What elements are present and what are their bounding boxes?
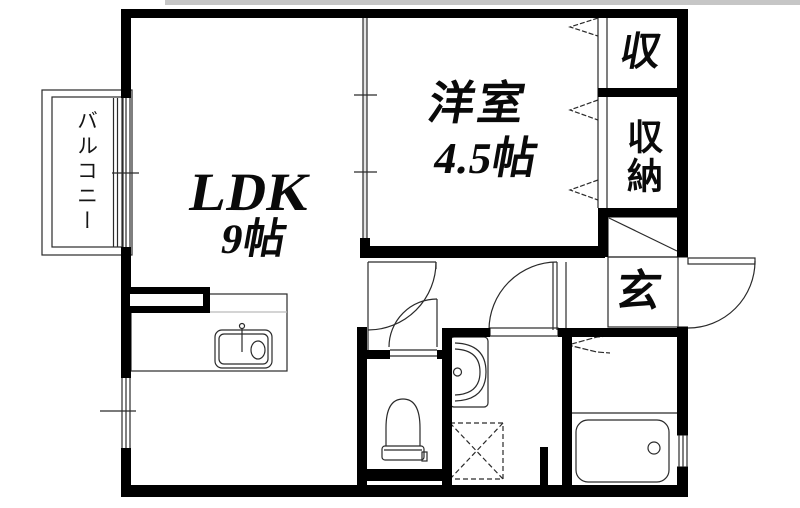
wall-hall-bottom-right [558,328,688,337]
wall-right-mid [677,327,688,435]
wall-toilet-left [357,327,367,485]
closet-front-lines [597,18,608,208]
wall-western-bottom [360,246,605,258]
wall-right-upper [677,9,688,257]
wall-partition-foot [360,238,370,248]
room-size-western: 4.5帖 [430,134,542,183]
room-size-ldk: 9帖 [217,217,291,263]
wall-bottom [121,485,688,497]
window-lower-left [100,378,136,448]
bathtub [575,419,670,483]
walls [121,9,688,497]
wall-bath-left [562,337,572,485]
bath-door-marker [565,335,611,354]
door-ldk-hallway [367,261,437,350]
room-label-ldk: LDK [185,162,317,222]
wall-left-lower [121,448,131,497]
wall-genkan-connector [598,217,608,257]
closet-door-markers [568,17,599,201]
room-label-entrance: 玄 [612,267,666,316]
washbasin [449,336,489,408]
kitchen-sink [214,322,273,369]
wall-hall-bottom-left [442,328,490,337]
window-balcony [112,98,139,247]
wall-niche [540,447,548,485]
toilet [381,398,428,462]
room-label-storage: 収 [616,29,666,74]
wall-toilet-top [367,350,390,359]
door-washroom [488,261,559,337]
wall-top [121,9,688,18]
door-entrance [687,257,756,329]
door-toilet [388,298,438,357]
bathroom-fixtures [565,335,678,414]
scan-edge [165,0,800,5]
wall-closet-divider-1 [598,88,688,97]
wall-right-lower [677,467,688,497]
partition-ldk-western [354,18,377,246]
window-bathroom [677,434,688,468]
shoe-cabinet [607,216,679,258]
room-label-balcony: バルコニー [74,109,99,235]
room-label-western: 洋室 [424,78,532,129]
room-label-closet: 収納 [622,118,662,196]
wall-kitchen-stub-core [130,294,203,306]
washing-machine-pan [449,422,504,480]
wall-toilet-top-right [437,350,452,359]
wall-toilet-bottom [365,469,452,481]
thin-lines [41,17,756,483]
wall-closet-divider-2 [598,208,688,217]
wall-left-upper [121,9,131,98]
wall-washroom-left [442,337,452,485]
